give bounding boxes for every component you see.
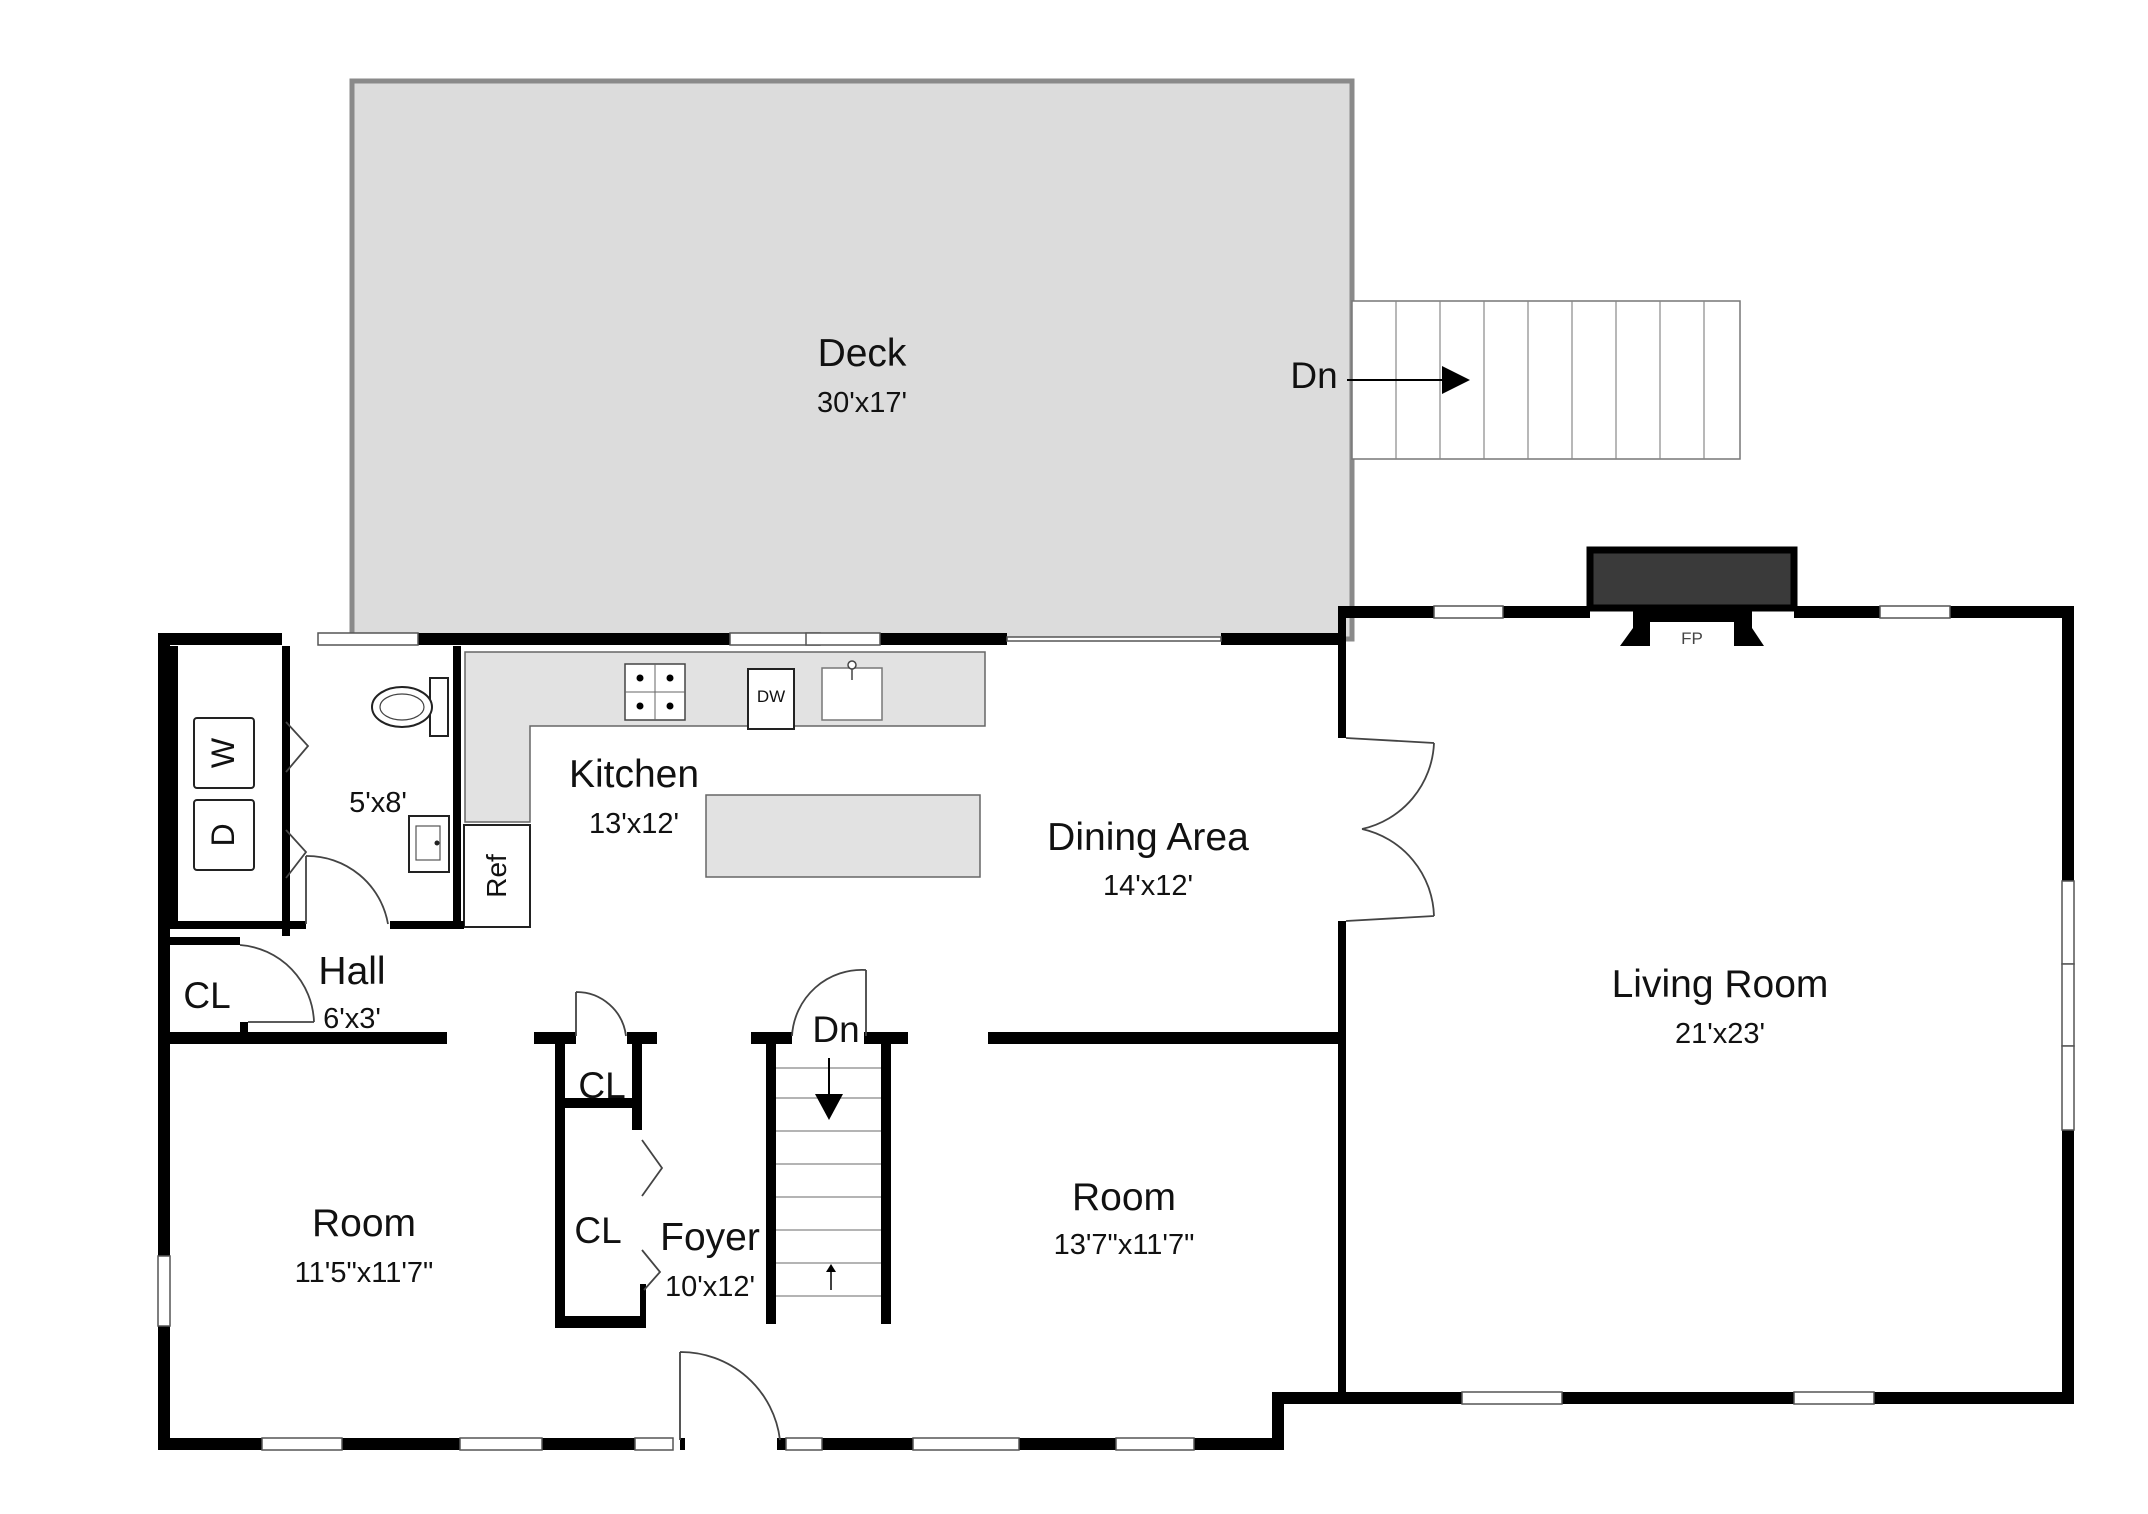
fireplace-label: FP bbox=[1681, 629, 1703, 648]
middle-room-name: Room bbox=[1072, 1176, 1176, 1219]
toilet-icon bbox=[371, 677, 449, 737]
refrigerator-label: Ref bbox=[481, 854, 512, 898]
windows bbox=[157, 605, 2075, 1451]
cooktop-icon bbox=[624, 663, 686, 721]
interior-stairs-label: Dn bbox=[812, 1009, 859, 1050]
foyer-dims: 10'x12' bbox=[665, 1271, 755, 1303]
deck-stairs-label: Dn bbox=[1290, 355, 1337, 396]
interior-stair-arrowhead bbox=[815, 1094, 843, 1120]
deck-name: Deck bbox=[818, 332, 907, 375]
kitchen-name: Kitchen bbox=[569, 753, 699, 796]
kitchen-sink-icon bbox=[821, 660, 883, 721]
lower-closet-label: CL bbox=[574, 1210, 621, 1251]
fireplace-icon bbox=[1620, 608, 1764, 646]
hall-dims: 6'x3' bbox=[323, 1003, 381, 1035]
fireplace-hearth bbox=[1586, 546, 1798, 612]
foyer-name: Foyer bbox=[660, 1216, 760, 1259]
doors bbox=[239, 721, 1435, 1441]
dining-name: Dining Area bbox=[1047, 816, 1249, 859]
middle-room-dims: 13'7"x11'7" bbox=[1054, 1229, 1195, 1261]
washer-label: W bbox=[205, 737, 241, 768]
dishwasher-label: DW bbox=[757, 687, 785, 706]
washer-icon bbox=[193, 717, 255, 789]
deck-stair-arrowhead bbox=[1442, 366, 1470, 394]
interior-stair-up-arrowhead bbox=[826, 1264, 836, 1272]
left-room-name: Room bbox=[312, 1202, 416, 1245]
living-name: Living Room bbox=[1612, 963, 1829, 1006]
kitchen-dims: 13'x12' bbox=[589, 808, 679, 840]
refrigerator-icon bbox=[463, 824, 531, 928]
deck-area bbox=[349, 78, 1355, 642]
dishwasher-icon bbox=[747, 668, 795, 730]
bathroom-sink-icon bbox=[408, 815, 450, 873]
hall-closet-label: CL bbox=[183, 975, 230, 1016]
dryer-label: D bbox=[205, 823, 241, 846]
dryer-icon bbox=[193, 799, 255, 871]
kitchen-island bbox=[705, 794, 981, 878]
upper-closet-label: CL bbox=[578, 1065, 625, 1106]
dining-dims: 14'x12' bbox=[1103, 870, 1193, 902]
left-room-dims: 11'5"x11'7" bbox=[295, 1257, 434, 1289]
deck-dims: 30'x17' bbox=[817, 387, 907, 419]
bath-dims: 5'x8' bbox=[349, 787, 407, 819]
interior-walls bbox=[170, 646, 1346, 1328]
living-dims: 21'x23' bbox=[1675, 1018, 1765, 1050]
exterior-walls bbox=[158, 606, 2074, 1450]
hall-name: Hall bbox=[318, 950, 385, 993]
